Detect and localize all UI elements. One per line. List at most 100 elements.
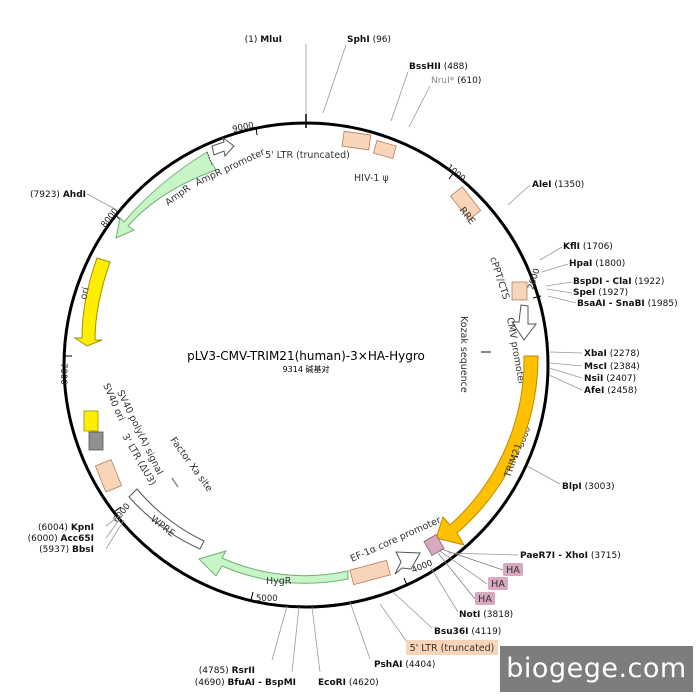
site-line-bbsi [105, 519, 125, 550]
rre-feature [449, 186, 482, 221]
ha-leader-1 [440, 548, 504, 571]
site-line-clai [545, 281, 573, 287]
ori-feature [73, 257, 111, 347]
site-label-sphi: SphI (96) [347, 35, 391, 45]
site-label-rsrii: (4785) RsrII [199, 666, 255, 676]
site-line-kpni [105, 513, 123, 527]
site-line-bspmi [291, 606, 300, 673]
site-label-noti: NotI (3818) [459, 610, 513, 620]
tick-2000 [532, 295, 542, 299]
site-line-xhoi [447, 552, 519, 556]
site-line-ahdi [86, 193, 118, 211]
hiv-psi-label: HIV-1 ψ [354, 173, 389, 184]
ha-label-3: HA [478, 594, 492, 605]
plasmid-name: pLV3-CMV-TRIM21(human)-3×HA-Hygro [187, 349, 425, 363]
ef1a-feature [349, 559, 391, 586]
ha-leader-2 [439, 550, 488, 585]
kozak-label: Kozak sequence [458, 316, 469, 393]
ha-box-1 [503, 563, 523, 576]
ha-box-3 [475, 592, 495, 605]
site-line-pshai [349, 601, 371, 660]
plasmid-size: 9314 碱基对 [283, 364, 330, 374]
ltr5-label: 5' LTR (truncated) [265, 150, 350, 161]
wpre-feature [128, 488, 205, 550]
ha-leader-3 [437, 552, 476, 600]
tick-label-7000: 7000 [58, 363, 68, 385]
ha-box-2 [488, 577, 508, 590]
restriction-sites [86, 44, 583, 673]
site-label-kfli: KflI (1706) [563, 242, 613, 252]
site-line-xbai [549, 351, 583, 354]
tick-label-5000: 5000 [256, 594, 278, 604]
site-line-rsrii [271, 605, 288, 661]
hiv-psi-feature [372, 139, 397, 159]
factor-xa-label: Factor Xa site [168, 435, 215, 494]
watermark: biogege.com [500, 646, 693, 692]
ef1a-arrow [394, 551, 421, 575]
site-line-sphi [322, 44, 347, 114]
hygr-feature [198, 550, 349, 584]
site-line-msci [549, 362, 583, 367]
cppt-feature [511, 281, 528, 301]
hygr-label: HygR [266, 576, 292, 587]
tick-label-8000: 8000 [99, 207, 120, 230]
site-line-kfli [539, 246, 563, 261]
site-label-ecori: EcoRI (4620) [318, 678, 379, 688]
site-label-bspmi: (4690) BfuAI - BspMI [195, 678, 296, 688]
site-line-bsshii [390, 71, 409, 122]
ltr5-feature [341, 130, 372, 151]
ha-tags: HA HA HA [423, 534, 523, 605]
site-label-mlui: (1) MluI [245, 35, 282, 45]
site-label-xhoi: PaeR7I - XhoI (3715) [520, 551, 621, 561]
site-label-xbai: XbaI (2278) [584, 349, 640, 359]
ampr-promoter-feature [211, 136, 235, 158]
cppt-label: cPPT/CTS [487, 256, 511, 301]
ampr-feature [115, 151, 217, 239]
tick-6000 [113, 506, 122, 513]
site-line-nsii [548, 367, 583, 379]
tick-5000 [250, 591, 254, 601]
site-line-snabi [547, 295, 577, 304]
ltr3-feature [94, 459, 123, 493]
site-label-spei: SpeI (1927) [573, 288, 628, 298]
site-label-afei: AfeI (2458) [584, 386, 637, 396]
ha-label-2: HA [491, 579, 505, 590]
sv40pa-feature [83, 410, 99, 432]
site-label-ahdi: (7923) AhdI [30, 190, 86, 200]
site-line-nrui [408, 85, 431, 128]
ampr-promoter-dots [206, 151, 213, 166]
site-label-bbsi: (5937) BbsI [39, 545, 94, 555]
site-line-acc65i [105, 515, 123, 539]
cmv-promoter-feature [511, 304, 537, 341]
site-label-snabi: BsaAI - SnaBI (1985) [577, 299, 678, 309]
site-label-blpi: BlpI (3003) [562, 482, 615, 492]
site-line-noti [430, 567, 459, 613]
site-line-bsu36i [392, 591, 433, 629]
site-label-nrui: NruI* (610) [431, 76, 481, 86]
callout-leader [379, 603, 408, 643]
trim21-feature [435, 355, 539, 546]
site-line-spei [546, 288, 573, 294]
site-line-hpai [541, 263, 569, 273]
tick-9000 [255, 126, 258, 136]
ha-label-1: HA [506, 565, 520, 576]
site-label-kpni: (6004) KpnI [38, 523, 94, 533]
tick-1000 [448, 171, 455, 180]
site-line-ecori [311, 606, 321, 673]
site-label-clai: BspDI - ClaI (1922) [573, 277, 664, 287]
site-label-alei: AleI (1350) [532, 180, 584, 190]
site-label-msci: MscI (2384) [584, 362, 640, 372]
site-label-pshai: PshAI (4404) [374, 660, 435, 670]
site-line-blpi [526, 465, 561, 485]
site-label-nsii: NsiI (2407) [584, 374, 636, 384]
site-label-acc65i: (6000) Acc65I [28, 534, 94, 544]
site-line-alei [507, 184, 531, 206]
tick-label-9000: 9000 [232, 121, 255, 135]
tick-4000 [403, 577, 408, 586]
factor-xa-feature [171, 477, 179, 488]
site-label-bsshii: BssHII (488) [409, 62, 468, 72]
ha-tag-block [423, 534, 445, 556]
sv40ori-feature [88, 431, 104, 451]
